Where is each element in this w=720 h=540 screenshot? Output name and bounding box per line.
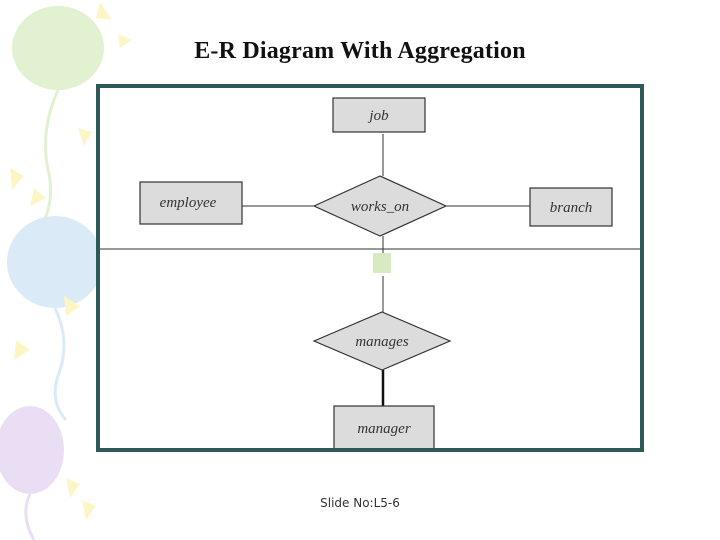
slide-title: E-R Diagram With Aggregation: [194, 38, 526, 64]
balloon-green: [12, 6, 104, 90]
balloon-blue: [7, 216, 103, 308]
relationship-works-on-label: works_on: [351, 199, 409, 215]
entity-job-label: job: [367, 108, 389, 124]
entity-branch-label: branch: [550, 200, 593, 216]
balloon-purple: [0, 406, 64, 494]
relationship-works-on: [312, 175, 448, 237]
entity-job: [332, 97, 426, 133]
balloon-decoration: [0, 2, 132, 540]
er-diagram: job employee branch works_on manages man…: [100, 97, 640, 448]
entity-employee-label: employee: [160, 195, 217, 211]
diagram-frame: job employee branch works_on manages man…: [96, 84, 644, 452]
relationship-manages-label: manages: [355, 334, 408, 350]
aggregation-connector: [373, 253, 391, 273]
entity-branch: [529, 187, 613, 227]
relationship-manages: [312, 311, 452, 371]
slide-number: Slide No:L5-6: [320, 496, 400, 510]
entity-manager-label: manager: [357, 421, 410, 437]
entity-employee: [139, 181, 243, 225]
entity-manager: [333, 405, 435, 448]
